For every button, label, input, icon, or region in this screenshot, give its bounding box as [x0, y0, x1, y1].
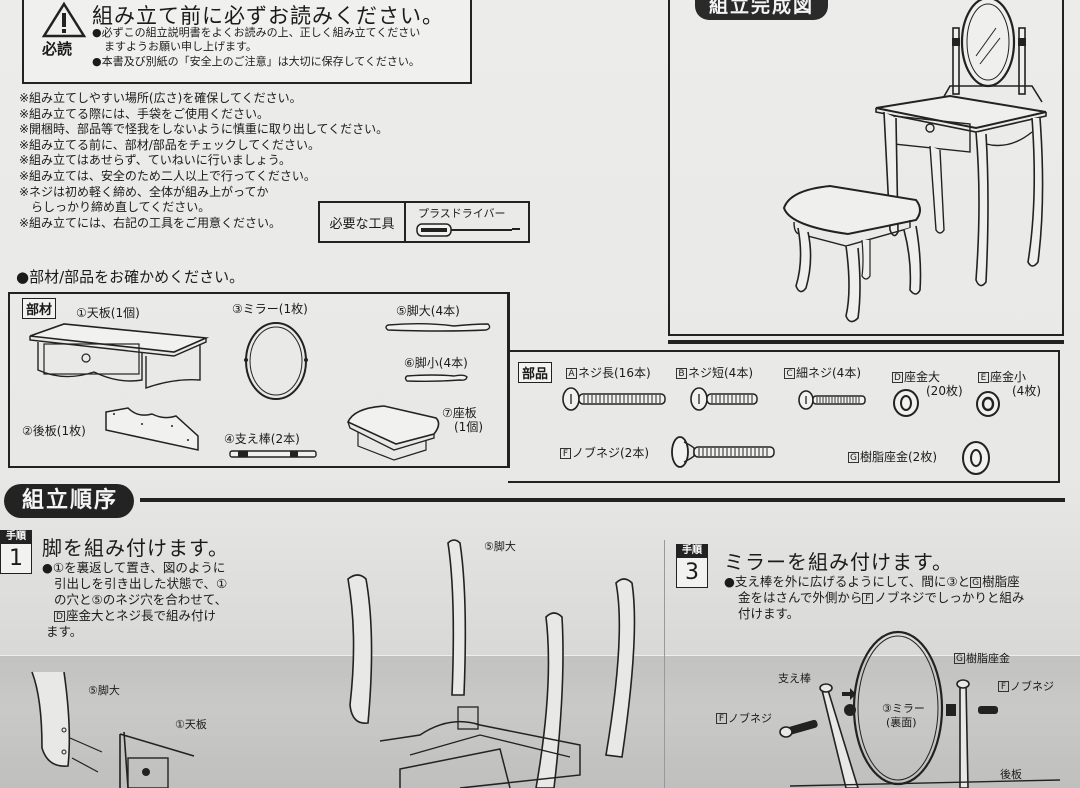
note-line: ※開梱時、部品等で怪我をしないように慎重に取り出してください。 — [19, 122, 389, 137]
callout-mirror-back-side: (裏面) — [886, 716, 917, 729]
letter-d-box: D — [892, 372, 903, 383]
step-number: 3 — [676, 558, 708, 588]
back-board-illustration — [105, 407, 199, 451]
part-label-back-board: ②後板(1枚) — [22, 424, 86, 438]
screw-short-icon — [690, 387, 758, 411]
letter-g-box: G — [848, 452, 859, 463]
knob-screw-icon — [671, 436, 775, 468]
must-read-badge: 必読 — [42, 40, 73, 58]
step-1-instructions: ●①を裏返して置き、図のように 引出しを引き出した状態で、① の穴と⑤のネジ穴を… — [42, 560, 228, 639]
hardware-tag: 部品 — [518, 362, 553, 383]
screw-thin-icon — [798, 390, 866, 410]
letter-f-box: F — [560, 448, 571, 459]
parts-check-heading: ●部材/部品をお確かめください。 — [16, 268, 245, 286]
seat-board-illustration — [346, 405, 440, 461]
letter-a-box: A — [566, 368, 577, 379]
note-line: ※組み立てる前に、部材/部品をチェックしてください。 — [19, 137, 321, 152]
note-line: ※組み立てる際には、手袋をご使用ください。 — [19, 106, 270, 121]
step-1-badge: 手順 1 — [0, 530, 32, 574]
assembly-notes: ※組み立てしやすい場所(広さ)を確保してください。 ※組み立てる際には、手袋をご… — [19, 91, 388, 231]
must-read-bullet: ●必ずこの組立説明書をよくお読みの上、正しく組み立てください — [92, 26, 421, 39]
tool-name: プラスドライバー — [418, 207, 506, 220]
support-bar-illustration — [229, 450, 317, 458]
washer-large-icon — [893, 389, 919, 417]
part-label-leg-large: ⑤脚大(4本) — [396, 304, 460, 318]
washer-small-icon — [976, 391, 1000, 417]
resin-washer-icon — [962, 441, 990, 475]
hardware-qty-d: (20枚) — [926, 384, 963, 398]
step-column-divider — [664, 540, 665, 788]
step-1-title: 脚を組み付けます。 — [42, 536, 229, 560]
callout-support-bar: 支え棒 — [778, 672, 811, 685]
hardware-qty-e: (4枚) — [1012, 384, 1041, 398]
note-line: ※組み立てしやすい場所(広さ)を確保してください。 — [19, 91, 302, 105]
callout-leg-large-detail: ⑤脚大 — [88, 684, 120, 697]
required-tools-box: 必要な工具 プラスドライバー — [318, 201, 530, 243]
callout-mirror-back: ③ミラー — [882, 702, 925, 715]
must-read-bullet: ●本書及び別紙の「安全上のご注意」は大切に保存してください。 — [92, 55, 420, 68]
leg-small-illustration — [404, 374, 468, 383]
required-tools-label: 必要な工具 — [320, 203, 406, 241]
note-line: らしっかり締め直してください。 — [19, 200, 211, 215]
letter-b-box: B — [676, 368, 687, 379]
screwdriver-icon — [416, 223, 520, 237]
callout-leg-large-top: ⑤脚大 — [484, 540, 516, 553]
leg-large-illustration — [385, 323, 491, 332]
note-line: ※組み立ては、安全のため二人以上で行ってください。 — [19, 168, 316, 183]
mirror-illustration — [244, 322, 308, 400]
completed-diagram-frame — [668, 0, 1064, 336]
mirror-assembly-illustration — [779, 630, 1061, 788]
part-label-support-bar: ④支え棒(2本) — [224, 432, 300, 446]
note-line: ※組み立てはあせらず、ていねいに行いましょう。 — [19, 153, 292, 168]
callout-top-board: ①天板 — [175, 718, 207, 731]
must-read-title: 組み立て前に必ずお読みください。 — [92, 4, 444, 28]
top-board-illustration — [29, 323, 210, 389]
note-line: ※組み立てには、右記の工具をご用意ください。 — [19, 215, 282, 230]
step-badge-label: 手順 — [0, 530, 32, 544]
screw-long-icon — [562, 387, 666, 411]
warning-triangle-icon — [41, 1, 87, 38]
letter-e-box: E — [978, 372, 989, 383]
assembly-order-rule — [140, 498, 1065, 502]
assembly-order-heading: 組立順序 — [4, 484, 135, 518]
part-label-top-board: ①天板(1個) — [76, 306, 140, 320]
leg-assembly-illustration — [347, 539, 636, 788]
members-tag: 部材 — [22, 298, 57, 319]
must-read-bullet: ますようお願い申し上げます。 — [104, 40, 257, 53]
part-label-seat-board-qty: (1個) — [454, 420, 483, 434]
divider-line — [668, 340, 1064, 344]
letter-c-box: C — [784, 368, 795, 379]
vanity-set-illustration — [782, 0, 1047, 323]
step-badge-label: 手順 — [676, 544, 708, 558]
completed-diagram-title: 組立完成図 — [695, 0, 829, 20]
must-read-box: 必読 組み立て前に必ずお読みください。 ●必ずこの組立説明書をよくお読みの上、正… — [22, 0, 472, 84]
callout-back-board: 後板 — [1000, 768, 1022, 781]
members-box: 部材 ①天板(1個) ②後板(1枚) ③ミラー(1枚) ④支え棒(2本) ⑤脚大… — [8, 292, 510, 468]
step-3-title: ミラーを組み付けます。 — [724, 550, 953, 574]
part-label-mirror: ③ミラー(1枚) — [232, 302, 308, 316]
leg-attach-detail-illustration — [31, 671, 195, 788]
part-label-seat-board: ⑦座板 — [442, 406, 477, 420]
step-number: 1 — [0, 544, 32, 574]
part-label-leg-small: ⑥脚小(4本) — [404, 356, 468, 370]
step-3-badge: 手順 3 — [676, 544, 708, 588]
note-line: ※ネジは初め軽く締め、全体が組み上がってか — [19, 184, 269, 199]
